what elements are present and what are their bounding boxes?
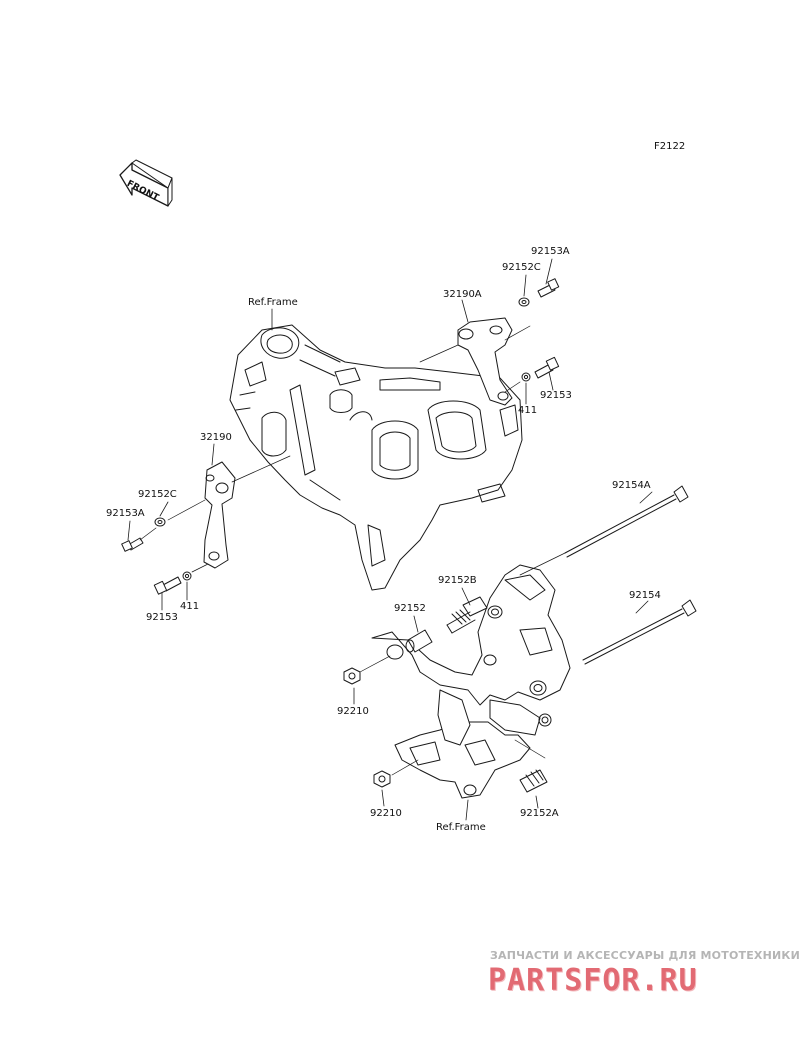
label-92153A-top: 92153A [531,246,570,257]
watermark-logo: PARTSFOR.RU [488,963,698,998]
label-411-right: 411 [518,405,538,416]
front-arrow-icon [119,159,173,207]
watermark-subtitle: ЗАПЧАСТИ И АКСЕССУАРЫ ДЛЯ МОТОТЕХНИКИ [490,949,800,962]
label-92152C-top: 92152C [502,262,541,273]
leader-lines [127,258,653,821]
label-92152A: 92152A [520,808,559,819]
label-92153A-left: 92153A [106,508,145,519]
bolt-92153A-top [537,278,560,298]
alignment-lines [139,325,566,776]
bracket-32190A [457,317,513,406]
collar-92152A [519,769,548,793]
label-92154A: 92154A [612,480,651,491]
label-92153-right: 92153 [540,390,572,401]
lower-frame [371,564,571,799]
washer-92152C-top [518,297,530,307]
label-ref-frame-top: Ref.Frame [248,297,298,308]
bolt-92153-right [534,356,560,379]
washer-411-left [182,571,192,581]
collar-92152 [405,629,433,653]
label-92154: 92154 [629,590,661,601]
washer-92152C-left [154,517,166,527]
label-92152C-left: 92152C [138,489,177,500]
nut-92210-upper [343,667,361,685]
label-92210-lower: 92210 [370,808,402,819]
long-bolt-92154 [582,599,697,665]
long-bolt-92154A [564,485,689,558]
diagram-code: F2122 [654,141,686,152]
collar-92152B [446,596,488,634]
bolt-92153A-left [121,537,144,552]
label-92152: 92152 [394,603,426,614]
label-32190: 32190 [200,432,232,443]
main-frame [229,324,523,591]
nut-92210-lower [373,770,391,788]
washer-411-right [521,372,531,382]
label-92152B: 92152B [438,575,477,586]
label-32190A: 32190A [443,289,482,300]
bolt-92153-left [153,576,182,595]
label-92210-upper: 92210 [337,706,369,717]
label-411-left: 411 [180,601,200,612]
label-92153-left: 92153 [146,612,178,623]
bracket-32190 [203,461,236,569]
label-ref-frame-bottom: Ref.Frame [436,822,486,833]
